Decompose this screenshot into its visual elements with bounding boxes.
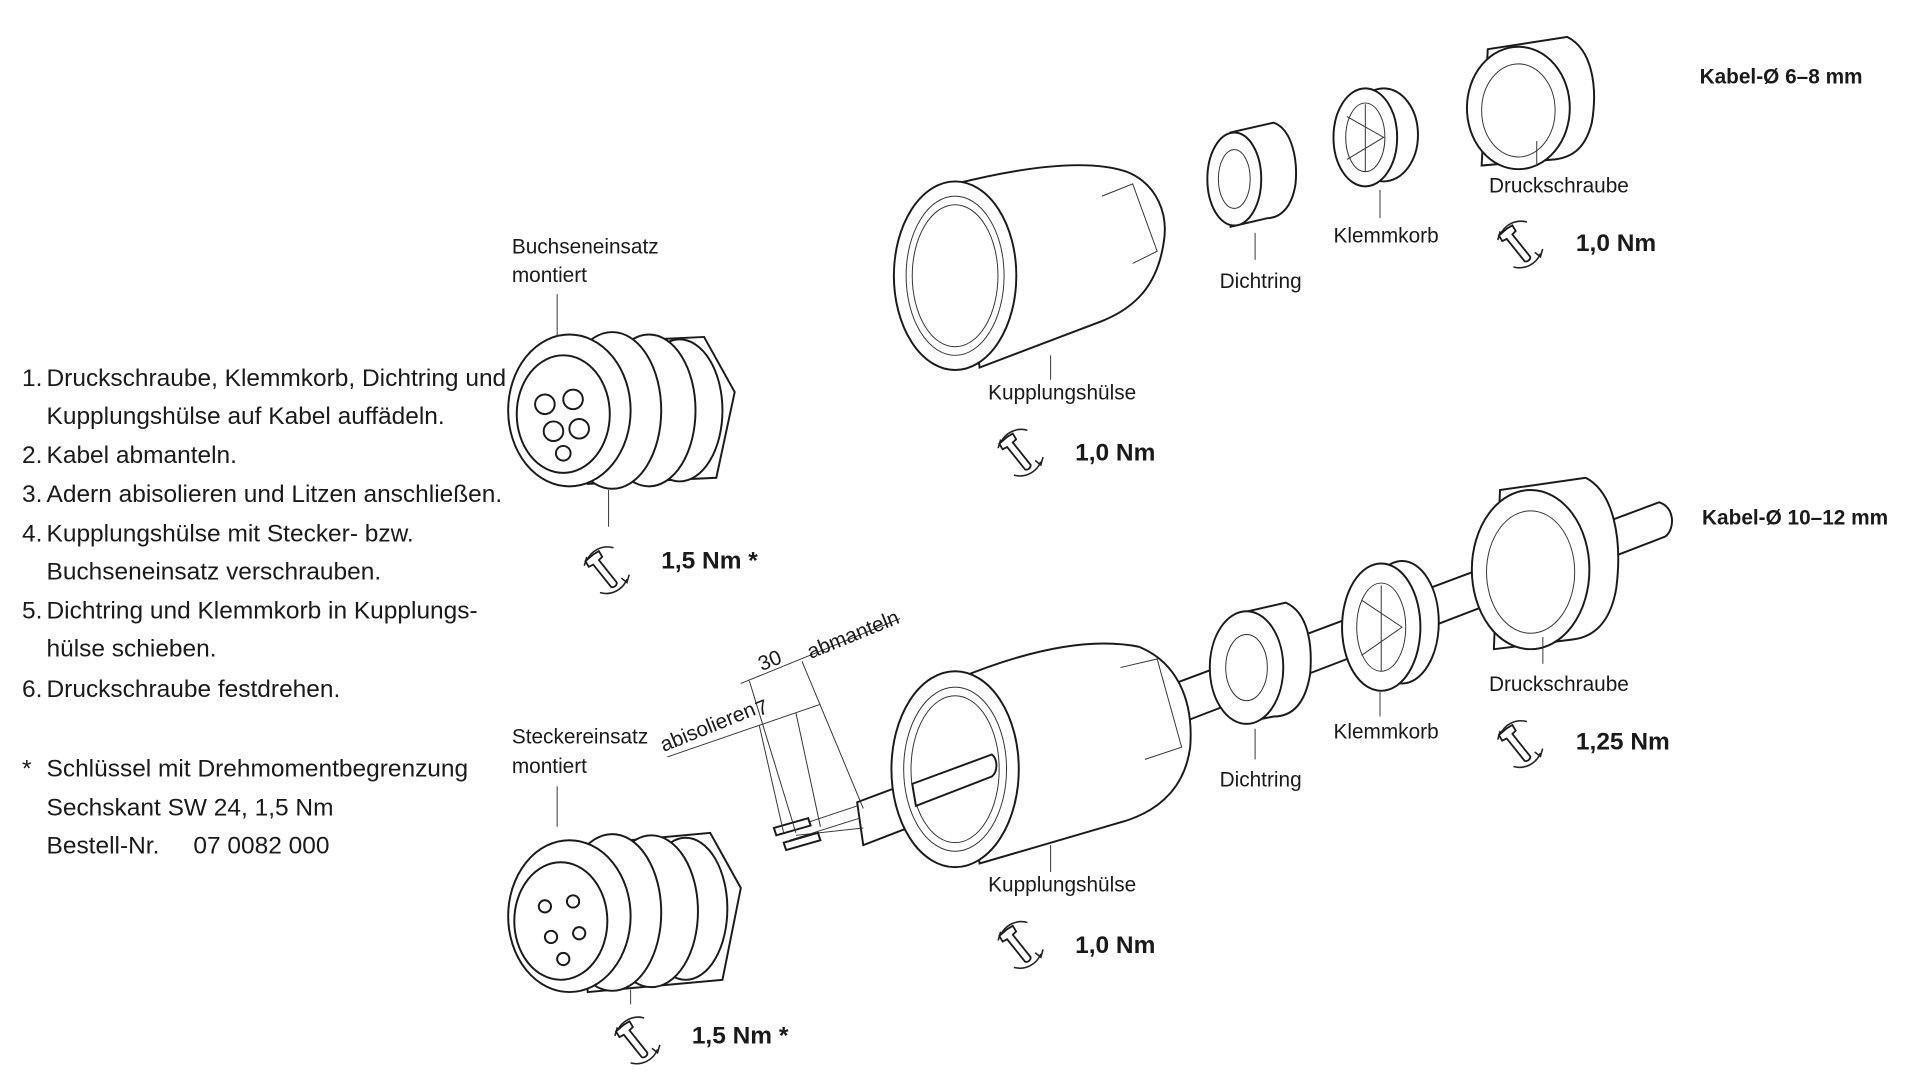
wrench-rotate-icon — [613, 1016, 661, 1065]
step-5-line-1: Dichtring und Klemmkorb in Kupplungs- — [47, 598, 478, 625]
step-1-line-1: Druckschraube, Klemmkorb, Dichtring und — [47, 365, 507, 392]
step-3-line-1: Adern abisolieren und Litzen anschließen… — [47, 481, 503, 508]
step-6-line-1: Druckschraube festdrehen. — [47, 676, 341, 703]
dim-wire-label: abisolieren — [657, 698, 759, 757]
bottom-cable-label: Kabel-Ø 10–12 mm — [1702, 506, 1888, 529]
step-4-number: 4. — [22, 520, 42, 547]
top-sleeve-torque: 1,0 Nm — [1075, 440, 1155, 467]
bottom-assembly: Kabel-Ø 10–12 mm 30 abmanteln 7 abisolie… — [507, 476, 1888, 1065]
step-1-number: 1. — [22, 365, 42, 392]
bottom-screw-label: Druckschraube — [1489, 673, 1629, 696]
top-seal-label: Dichtring — [1220, 270, 1302, 293]
top-coupling-sleeve — [892, 164, 1166, 371]
top-seal-ring — [1206, 121, 1297, 228]
step-3-number: 3. — [22, 481, 42, 508]
bottom-insert-torque: 1,5 Nm * — [692, 1022, 789, 1049]
footnote-line-3: Bestell-Nr. 07 0082 000 — [47, 833, 330, 860]
step-1-line-2: Kupplungshülse auf Kabel auffädeln. — [47, 403, 445, 430]
bottom-sleeve-label: Kupplungshülse — [988, 874, 1136, 897]
footnote-mark: * — [22, 756, 32, 783]
top-assembly: Kabel-Ø 6–8 mm Buchseneinsatz montiert 1… — [507, 35, 1863, 595]
wrench-rotate-icon — [1496, 220, 1544, 269]
footnote-line-1: Schlüssel mit Drehmomentbegrenzung — [47, 756, 469, 783]
top-clamp-label: Klemmkorb — [1333, 225, 1438, 248]
female-insert — [507, 331, 736, 490]
bottom-seal-label: Dichtring — [1220, 768, 1302, 791]
top-clamp-basket — [1332, 87, 1419, 188]
bottom-clamp-basket — [1341, 560, 1440, 692]
top-insert-torque: 1,5 Nm * — [661, 547, 758, 574]
top-sleeve-label: Kupplungshülse — [988, 381, 1136, 404]
step-2-number: 2. — [22, 442, 42, 469]
bottom-insert-label-1: Steckereinsatz — [512, 725, 648, 748]
wrench-rotate-icon — [583, 546, 631, 595]
step-5-number: 5. — [22, 598, 42, 625]
top-screw-label: Druckschraube — [1489, 174, 1629, 197]
step-6-number: 6. — [22, 676, 42, 703]
wrench-rotate-icon — [997, 920, 1044, 970]
top-pressure-screw — [1465, 35, 1595, 171]
bottom-pressure-screw — [1470, 476, 1620, 651]
top-insert-label-1: Buchseneinsatz — [512, 236, 659, 259]
step-5-line-2: hülse schieben. — [47, 636, 217, 663]
bottom-insert-label-2: montiert — [512, 755, 587, 778]
step-2-line-1: Kabel abmanteln. — [47, 442, 237, 469]
top-screw-torque: 1,0 Nm — [1576, 230, 1656, 257]
step-4-line-2: Buchseneinsatz verschrauben. — [47, 558, 382, 585]
instructions: 1. Druckschraube, Klemmkorb, Dichtring u… — [22, 365, 506, 860]
dim-jacket-value: 30 — [755, 646, 785, 676]
male-insert — [507, 831, 742, 994]
top-cable-label: Kabel-Ø 6–8 mm — [1700, 65, 1863, 88]
bottom-seal-ring — [1208, 601, 1312, 725]
bottom-clamp-label: Klemmkorb — [1333, 721, 1438, 744]
footnote-line-2: Sechskant SW 24, 1,5 Nm — [47, 795, 334, 822]
wrench-rotate-icon — [997, 428, 1044, 477]
bottom-sleeve-torque: 1,0 Nm — [1075, 932, 1155, 959]
step-4-line-1: Kupplungshülse mit Stecker- bzw. — [47, 520, 414, 547]
top-insert-label-2: montiert — [512, 264, 587, 287]
dim-jacket-label: abmanteln — [804, 606, 903, 664]
bottom-coupling-sleeve — [890, 642, 1192, 869]
wrench-rotate-icon — [1496, 719, 1544, 769]
bottom-screw-torque: 1,25 Nm — [1576, 729, 1670, 756]
